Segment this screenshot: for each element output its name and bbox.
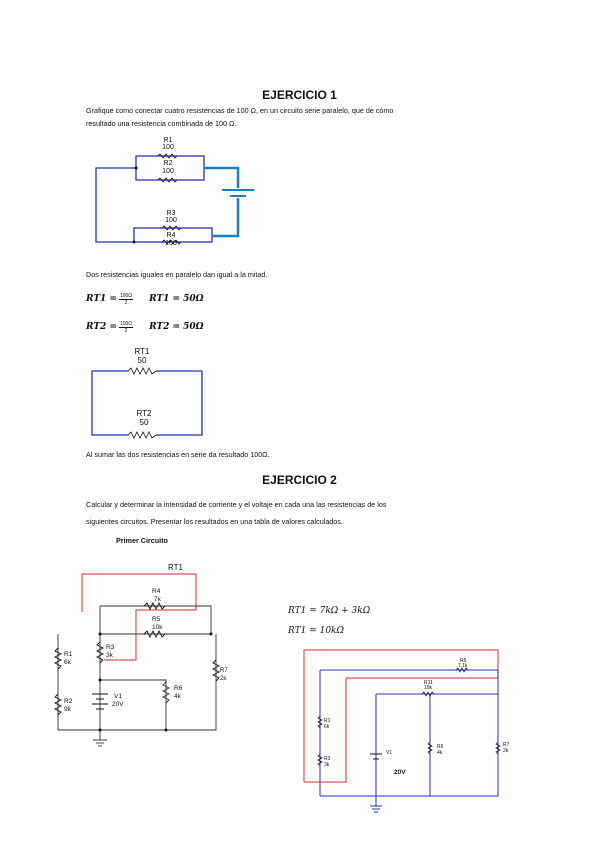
circuit-right: R5 7.1k R11 10k R1 6k R3 3k V1 20V R6 4k…: [303, 649, 510, 813]
equation-rt2: RT2 = 100Ω 2 RT2 = 50Ω: [86, 318, 204, 336]
right-r1-name: R1: [324, 718, 331, 724]
r4-name: R4: [167, 232, 176, 239]
right-v1-name: V1: [386, 750, 392, 756]
right-r6-name: R6: [437, 744, 444, 750]
exercise-1-instruction: Grafique como conectar cuatro resistenci…: [86, 104, 516, 130]
left-r1-value: 6k: [64, 659, 72, 666]
right-r3-value: 3k: [324, 762, 330, 768]
series-conclusion: Al sumar las dos resistencias en serie d…: [86, 450, 270, 459]
eq1-denominator: 2: [124, 299, 128, 306]
r3-value: 100: [165, 217, 177, 224]
circuit-rt1-rt2-series: RT1 50 RT2 50: [91, 347, 203, 439]
left-r6-name: R6: [174, 685, 183, 692]
exercise-2-title: EJERCICIO 2: [262, 473, 337, 487]
rt1-value: 50: [138, 356, 147, 365]
rt2-value: 50: [140, 418, 149, 427]
r2-value: 100: [162, 168, 174, 175]
exercise-1-instruction-line2: resultado una resistencia combinada de 1…: [86, 119, 237, 128]
exercise-1-instruction-line1: Grafique como conectar cuatro resistenci…: [86, 106, 394, 115]
rt1-label: RT1: [168, 563, 184, 572]
rt1-name: RT1: [135, 347, 151, 356]
eq1-lhs: RT1 =: [86, 294, 117, 304]
parallel-note: Dos resistencias iguales en paralelo dan…: [86, 270, 268, 279]
right-r3-name: R3: [324, 756, 331, 762]
eq2-lhs: RT2 =: [86, 322, 117, 332]
rt1-result-equation: RT1 = 10kΩ: [288, 626, 344, 636]
eq1-numerator: 100Ω: [118, 292, 134, 300]
left-r7-value: 2k: [220, 676, 227, 682]
left-r3-value: 3k: [106, 652, 114, 659]
left-r5-value: 10k: [152, 624, 163, 631]
rt2-name: RT2: [137, 409, 153, 418]
left-r5-name: R5: [152, 616, 161, 623]
circuit-left: RT1 R4 7k R5 10k R1 6k R3 3k R2 9k V1 20…: [53, 563, 228, 747]
circuit-four-resistors: R1 100 R2 100 R3 100 R4 100: [95, 137, 254, 247]
right-r1-value: 6k: [324, 724, 330, 730]
left-r2-value: 9k: [64, 706, 72, 713]
left-r3-name: R3: [106, 644, 115, 651]
left-r6-value: 4k: [174, 693, 182, 700]
exercise-2-instruction: Calcular y determinar la intensidad de c…: [86, 498, 526, 528]
eq2-result: RT2 = 50Ω: [149, 322, 204, 332]
right-r11-value: 10k: [424, 685, 433, 691]
right-r7-name: R7: [503, 742, 510, 748]
eq1-result: RT1 = 50Ω: [149, 294, 204, 304]
r1-value: 100: [162, 144, 174, 151]
exercise-2-instruction-line2: siguientes circuitos. Presentar los resu…: [86, 517, 343, 526]
first-circuit-subtitle: Primer Circuito: [116, 536, 168, 545]
right-r11-name: R11: [424, 680, 433, 686]
rt1-sum-equation: RT1 = 7kΩ + 3kΩ: [288, 606, 371, 616]
right-r7-value: 2k: [503, 748, 509, 754]
eq1-fraction: 100Ω 2: [118, 292, 134, 306]
battery-icon: [92, 693, 108, 710]
right-r5-value: 7.1k: [458, 663, 468, 669]
left-r4-name: R4: [152, 588, 161, 595]
left-v1-name: V1: [114, 693, 122, 700]
left-r1-name: R1: [64, 651, 73, 658]
r1-name: R1: [164, 137, 173, 144]
battery-icon: [370, 753, 382, 760]
left-r2-name: R2: [64, 698, 73, 705]
left-r4-value: 7k: [154, 596, 162, 603]
equation-rt1: RT1 = 100Ω 2 RT1 = 50Ω: [86, 290, 204, 308]
exercise-1-title: EJERCICIO 1: [262, 88, 337, 102]
battery-icon: [222, 189, 254, 197]
right-r6-value: 4k: [437, 750, 443, 756]
eq2-denominator: 2: [124, 327, 128, 334]
r3-name: R3: [167, 210, 176, 217]
eq2-numerator: 100Ω: [118, 320, 134, 328]
r4-value: 100: [165, 240, 177, 247]
r2-name: R2: [164, 160, 173, 167]
left-v1-value: 20V: [112, 701, 124, 708]
exercise-2-instruction-line1: Calcular y determinar la intensidad de c…: [86, 500, 387, 509]
right-r5-name: R5: [460, 658, 467, 664]
right-v1-value: 20V: [394, 769, 406, 776]
left-r7-name: R7: [220, 668, 228, 674]
eq2-fraction: 100Ω 2: [118, 320, 134, 334]
